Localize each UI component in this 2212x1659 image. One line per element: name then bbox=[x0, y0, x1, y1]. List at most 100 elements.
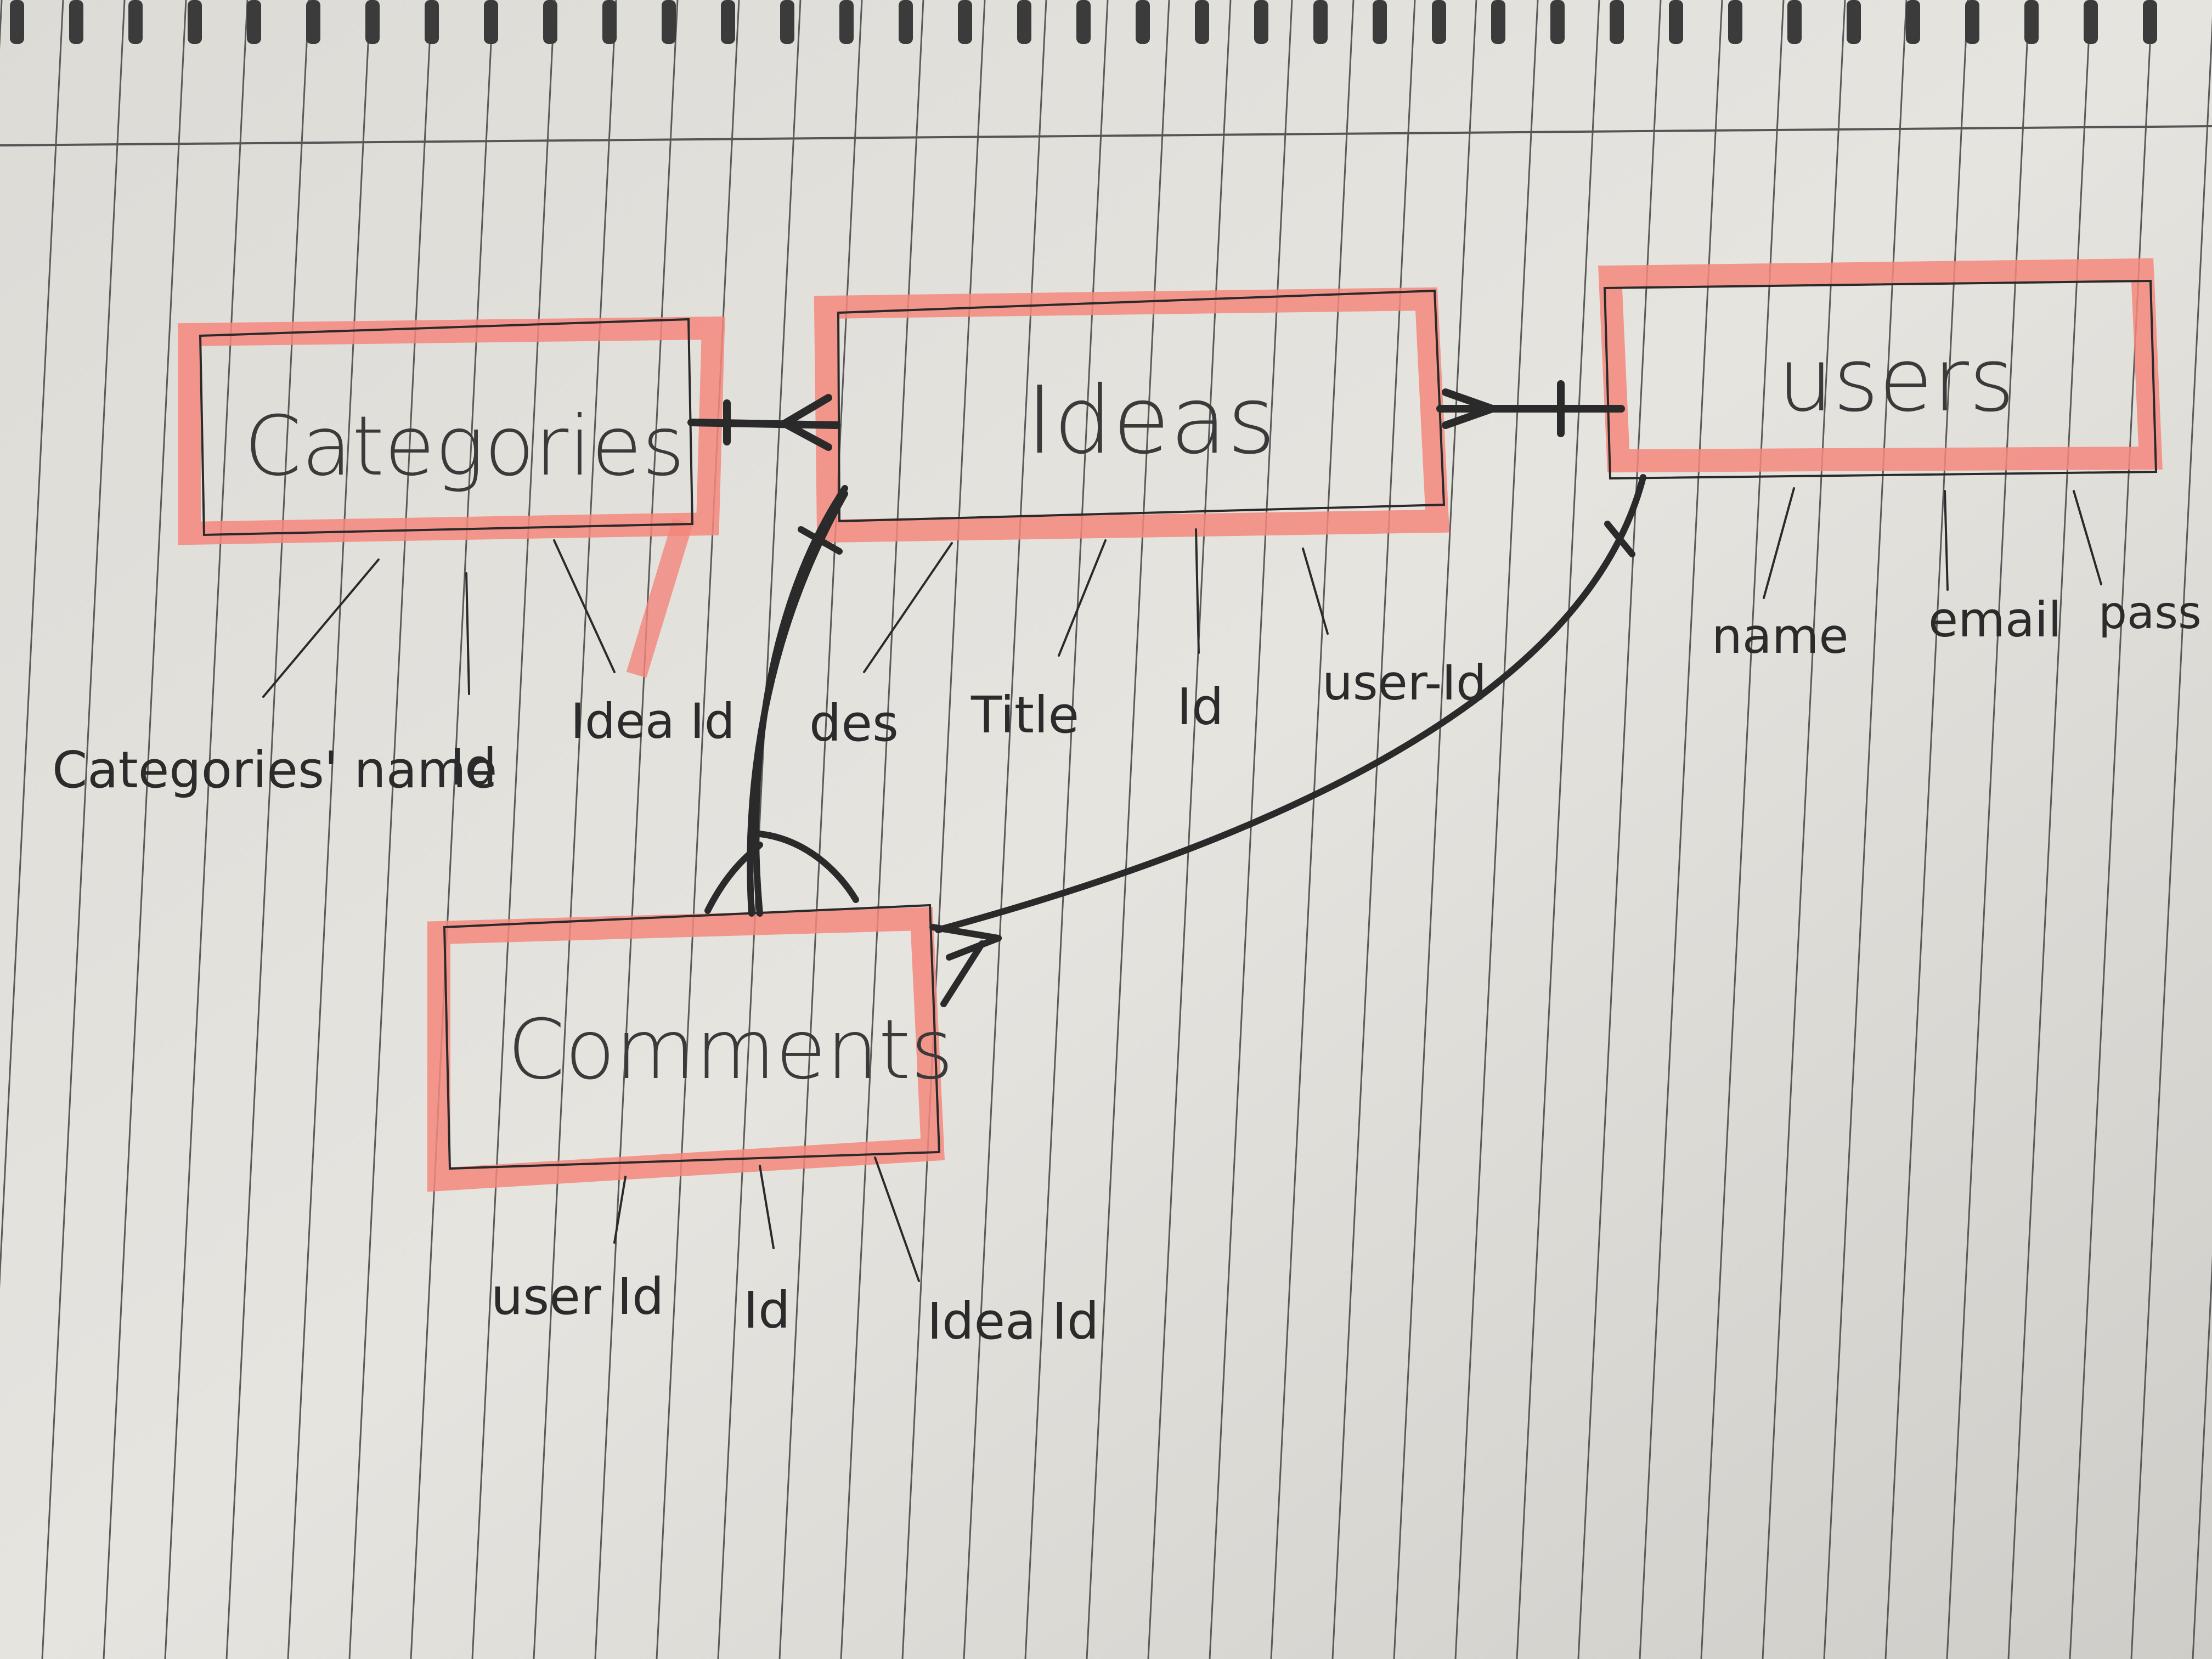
ideas-title: Ideas bbox=[1026, 366, 1276, 475]
spiral-ring bbox=[1076, 0, 1091, 44]
comments-highlight bbox=[427, 907, 945, 1192]
spiral-ring bbox=[1313, 0, 1328, 44]
spiral-ring bbox=[1373, 0, 1387, 44]
users-box bbox=[1603, 279, 2158, 480]
users-title: users bbox=[1778, 329, 2015, 431]
ruled-line bbox=[1516, 0, 1600, 1659]
spiral-ring bbox=[1432, 0, 1446, 44]
spiral-ring bbox=[958, 0, 972, 44]
attr-comments-id: Id bbox=[743, 1281, 791, 1340]
ruled-line bbox=[1454, 0, 1539, 1659]
attr-ideas-user-id: user-Id bbox=[1322, 654, 1487, 711]
attr-comments-user-id: user Id bbox=[491, 1267, 664, 1326]
attr-ideas-des: des bbox=[809, 694, 899, 753]
attr-ideas-id: Id bbox=[1177, 678, 1224, 736]
ruled-line bbox=[1393, 0, 1477, 1659]
spiral-ring bbox=[721, 0, 735, 44]
ruled-line bbox=[1270, 0, 1355, 1659]
ideas-highlight bbox=[814, 287, 1450, 543]
attr-categories-idea-id: Idea Id bbox=[571, 693, 735, 749]
spiral-ring bbox=[2143, 0, 2157, 44]
spiral-ring bbox=[1787, 0, 1802, 44]
attribute-lines bbox=[262, 487, 2102, 1282]
spiral-ring bbox=[247, 0, 261, 44]
entity-categories[interactable]: Categories bbox=[178, 316, 725, 678]
spiral-ring bbox=[10, 0, 24, 44]
ruled-line bbox=[1147, 0, 1232, 1659]
attr-categories-id: Id bbox=[450, 738, 497, 797]
relationship-ideas-comments bbox=[704, 485, 859, 917]
ruled-line bbox=[1209, 0, 1293, 1659]
entity-comments[interactable]: Comments bbox=[427, 904, 953, 1192]
relationship-ideas-users bbox=[1436, 380, 1625, 437]
entity-users[interactable]: users bbox=[1598, 258, 2163, 480]
categories-title: Categories bbox=[244, 399, 685, 494]
spiral-ring bbox=[1610, 0, 1624, 44]
spiral-ring bbox=[1669, 0, 1683, 44]
relationship-categories-ideas bbox=[687, 394, 840, 451]
ruled-line bbox=[594, 0, 679, 1659]
categories-attributes: Categories' name Id Idea Id bbox=[52, 693, 735, 799]
attr-users-password: pass word bbox=[2098, 587, 2212, 639]
spiral-ring bbox=[839, 0, 854, 44]
relationship-users-comments bbox=[929, 474, 1646, 1007]
spiral-binding bbox=[10, 0, 2157, 44]
spiral-ring bbox=[2024, 0, 2039, 44]
ruled-line bbox=[963, 0, 1047, 1659]
entity-ideas[interactable]: Ideas bbox=[814, 287, 1450, 543]
ruled-line bbox=[1331, 0, 1416, 1659]
spiral-ring bbox=[1728, 0, 1742, 44]
ruled-line bbox=[778, 0, 863, 1659]
users-highlight bbox=[1598, 258, 2163, 473]
spiral-ring bbox=[1906, 0, 1920, 44]
ruled-line bbox=[656, 0, 740, 1659]
spiral-ring bbox=[1195, 0, 1209, 44]
ideas-attributes: des Title Id user-Id bbox=[809, 654, 1487, 753]
ruled-line bbox=[287, 0, 371, 1659]
attr-users-name: name bbox=[1712, 608, 1849, 664]
ruled-line bbox=[840, 0, 924, 1659]
ruled-line bbox=[0, 0, 64, 1289]
spiral-ring bbox=[484, 0, 498, 44]
ruled-line bbox=[225, 0, 310, 1659]
comments-attributes: user Id Id Idea Id bbox=[491, 1267, 1099, 1351]
ruled-line bbox=[348, 0, 433, 1659]
top-margin-line bbox=[0, 125, 2212, 146]
ruled-line bbox=[533, 0, 617, 1659]
ruled-line bbox=[103, 0, 187, 1659]
ruled-line bbox=[2130, 16, 2212, 1659]
ruled-line bbox=[164, 0, 249, 1659]
spiral-ring bbox=[425, 0, 439, 44]
spiral-ring bbox=[1491, 0, 1505, 44]
spiral-ring bbox=[188, 0, 202, 44]
categories-box bbox=[199, 318, 694, 537]
spiral-ring bbox=[1136, 0, 1150, 44]
attr-comments-idea-id: Idea Id bbox=[927, 1292, 1099, 1351]
spiral-ring bbox=[1965, 0, 1979, 44]
comments-box bbox=[443, 904, 941, 1170]
ruled-line bbox=[1086, 0, 1170, 1659]
spiral-ring bbox=[662, 0, 676, 44]
spiral-ring bbox=[602, 0, 617, 44]
spiral-ring bbox=[899, 0, 913, 44]
attr-categories-name: Categories' name bbox=[52, 741, 497, 799]
ruled-line bbox=[901, 0, 986, 1659]
ruled-line bbox=[410, 0, 494, 1659]
spiral-ring bbox=[1550, 0, 1565, 44]
attr-users-email: email bbox=[1928, 591, 2062, 648]
spiral-ring bbox=[306, 0, 320, 44]
spiral-ring bbox=[128, 0, 143, 44]
spiral-ring bbox=[780, 0, 794, 44]
comments-title: Comments bbox=[507, 1002, 953, 1098]
attr-ideas-title: Title bbox=[970, 686, 1079, 744]
spiral-ring bbox=[1254, 0, 1268, 44]
ruled-line bbox=[717, 0, 802, 1659]
spiral-ring bbox=[1017, 0, 1031, 44]
ruled-line bbox=[41, 0, 126, 1659]
ideas-box bbox=[837, 289, 1446, 523]
ruled-line bbox=[2192, 1255, 2212, 1659]
categories-highlight bbox=[178, 316, 725, 545]
ruled-line bbox=[471, 0, 556, 1659]
ruled-line bbox=[1024, 0, 1109, 1659]
